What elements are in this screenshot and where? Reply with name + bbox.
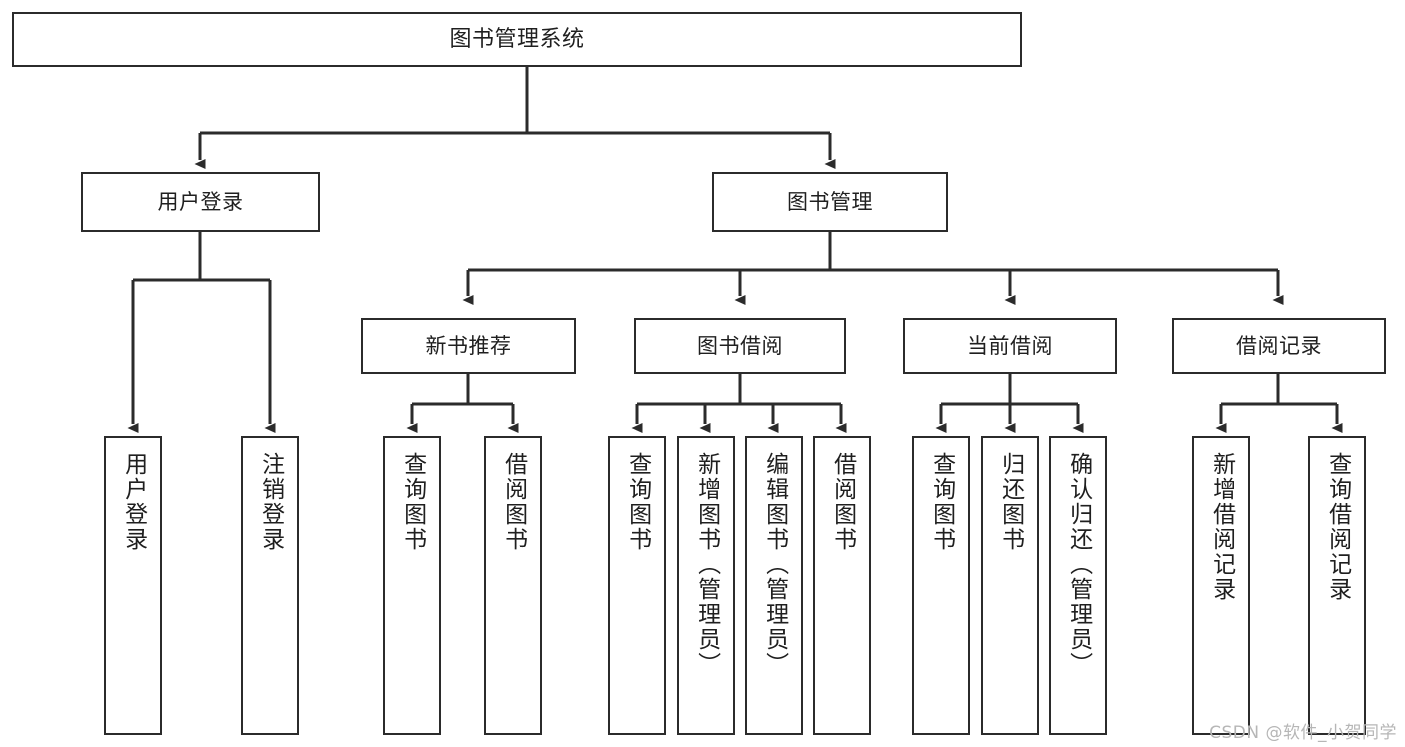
node-label: 新增借阅记录 — [1208, 452, 1235, 602]
node-book-management[interactable]: 图书管理 — [712, 172, 948, 232]
node-label: 借阅图书 — [500, 452, 527, 552]
node-label: 用户登录 — [120, 452, 147, 552]
node-new-book-recommend[interactable]: 新书推荐 — [361, 318, 576, 374]
leaf-query-borrow-record[interactable]: 查询借阅记录 — [1308, 436, 1366, 735]
node-root-system[interactable]: 图书管理系统 — [12, 12, 1022, 67]
node-borrow-record[interactable]: 借阅记录 — [1172, 318, 1386, 374]
node-book-borrow[interactable]: 图书借阅 — [634, 318, 846, 374]
node-label: 编辑图书（管理员） — [761, 452, 788, 677]
node-label: 确认归还（管理员） — [1065, 452, 1092, 677]
node-label: 图书借阅 — [697, 333, 783, 358]
node-label: 注销登录 — [257, 452, 284, 552]
leaf-query-book-recommend[interactable]: 查询图书 — [383, 436, 441, 735]
node-label: 新增图书（管理员） — [693, 452, 720, 677]
node-label: 用户登录 — [157, 189, 244, 214]
leaf-edit-book-admin[interactable]: 编辑图书（管理员） — [745, 436, 803, 735]
leaf-query-book-current[interactable]: 查询图书 — [912, 436, 970, 735]
leaf-return-book[interactable]: 归还图书 — [981, 436, 1039, 735]
node-label: 查询图书 — [399, 452, 426, 552]
leaf-borrow-book-recommend[interactable]: 借阅图书 — [484, 436, 542, 735]
watermark-credit: CSDN @软件_小贺同学 — [1209, 723, 1397, 743]
leaf-confirm-return-admin[interactable]: 确认归还（管理员） — [1049, 436, 1107, 735]
leaf-add-borrow-record[interactable]: 新增借阅记录 — [1192, 436, 1250, 735]
leaf-user-login[interactable]: 用户登录 — [104, 436, 162, 735]
node-label: 借阅图书 — [829, 452, 856, 552]
leaf-add-book-admin[interactable]: 新增图书（管理员） — [677, 436, 735, 735]
leaf-logout[interactable]: 注销登录 — [241, 436, 299, 735]
leaf-query-book-borrow[interactable]: 查询图书 — [608, 436, 666, 735]
node-label: 借阅记录 — [1236, 333, 1322, 358]
node-label: 查询图书 — [624, 452, 651, 552]
node-label: 新书推荐 — [425, 333, 512, 358]
node-label: 查询图书 — [928, 452, 955, 552]
node-user-login[interactable]: 用户登录 — [81, 172, 320, 232]
node-current-borrow[interactable]: 当前借阅 — [903, 318, 1117, 374]
leaf-borrow-book[interactable]: 借阅图书 — [813, 436, 871, 735]
node-label: 图书管理 — [787, 189, 873, 214]
node-label: 归还图书 — [997, 452, 1024, 552]
node-label: 当前借阅 — [967, 333, 1053, 358]
node-label: 图书管理系统 — [449, 26, 585, 52]
node-label: 查询借阅记录 — [1324, 452, 1351, 602]
